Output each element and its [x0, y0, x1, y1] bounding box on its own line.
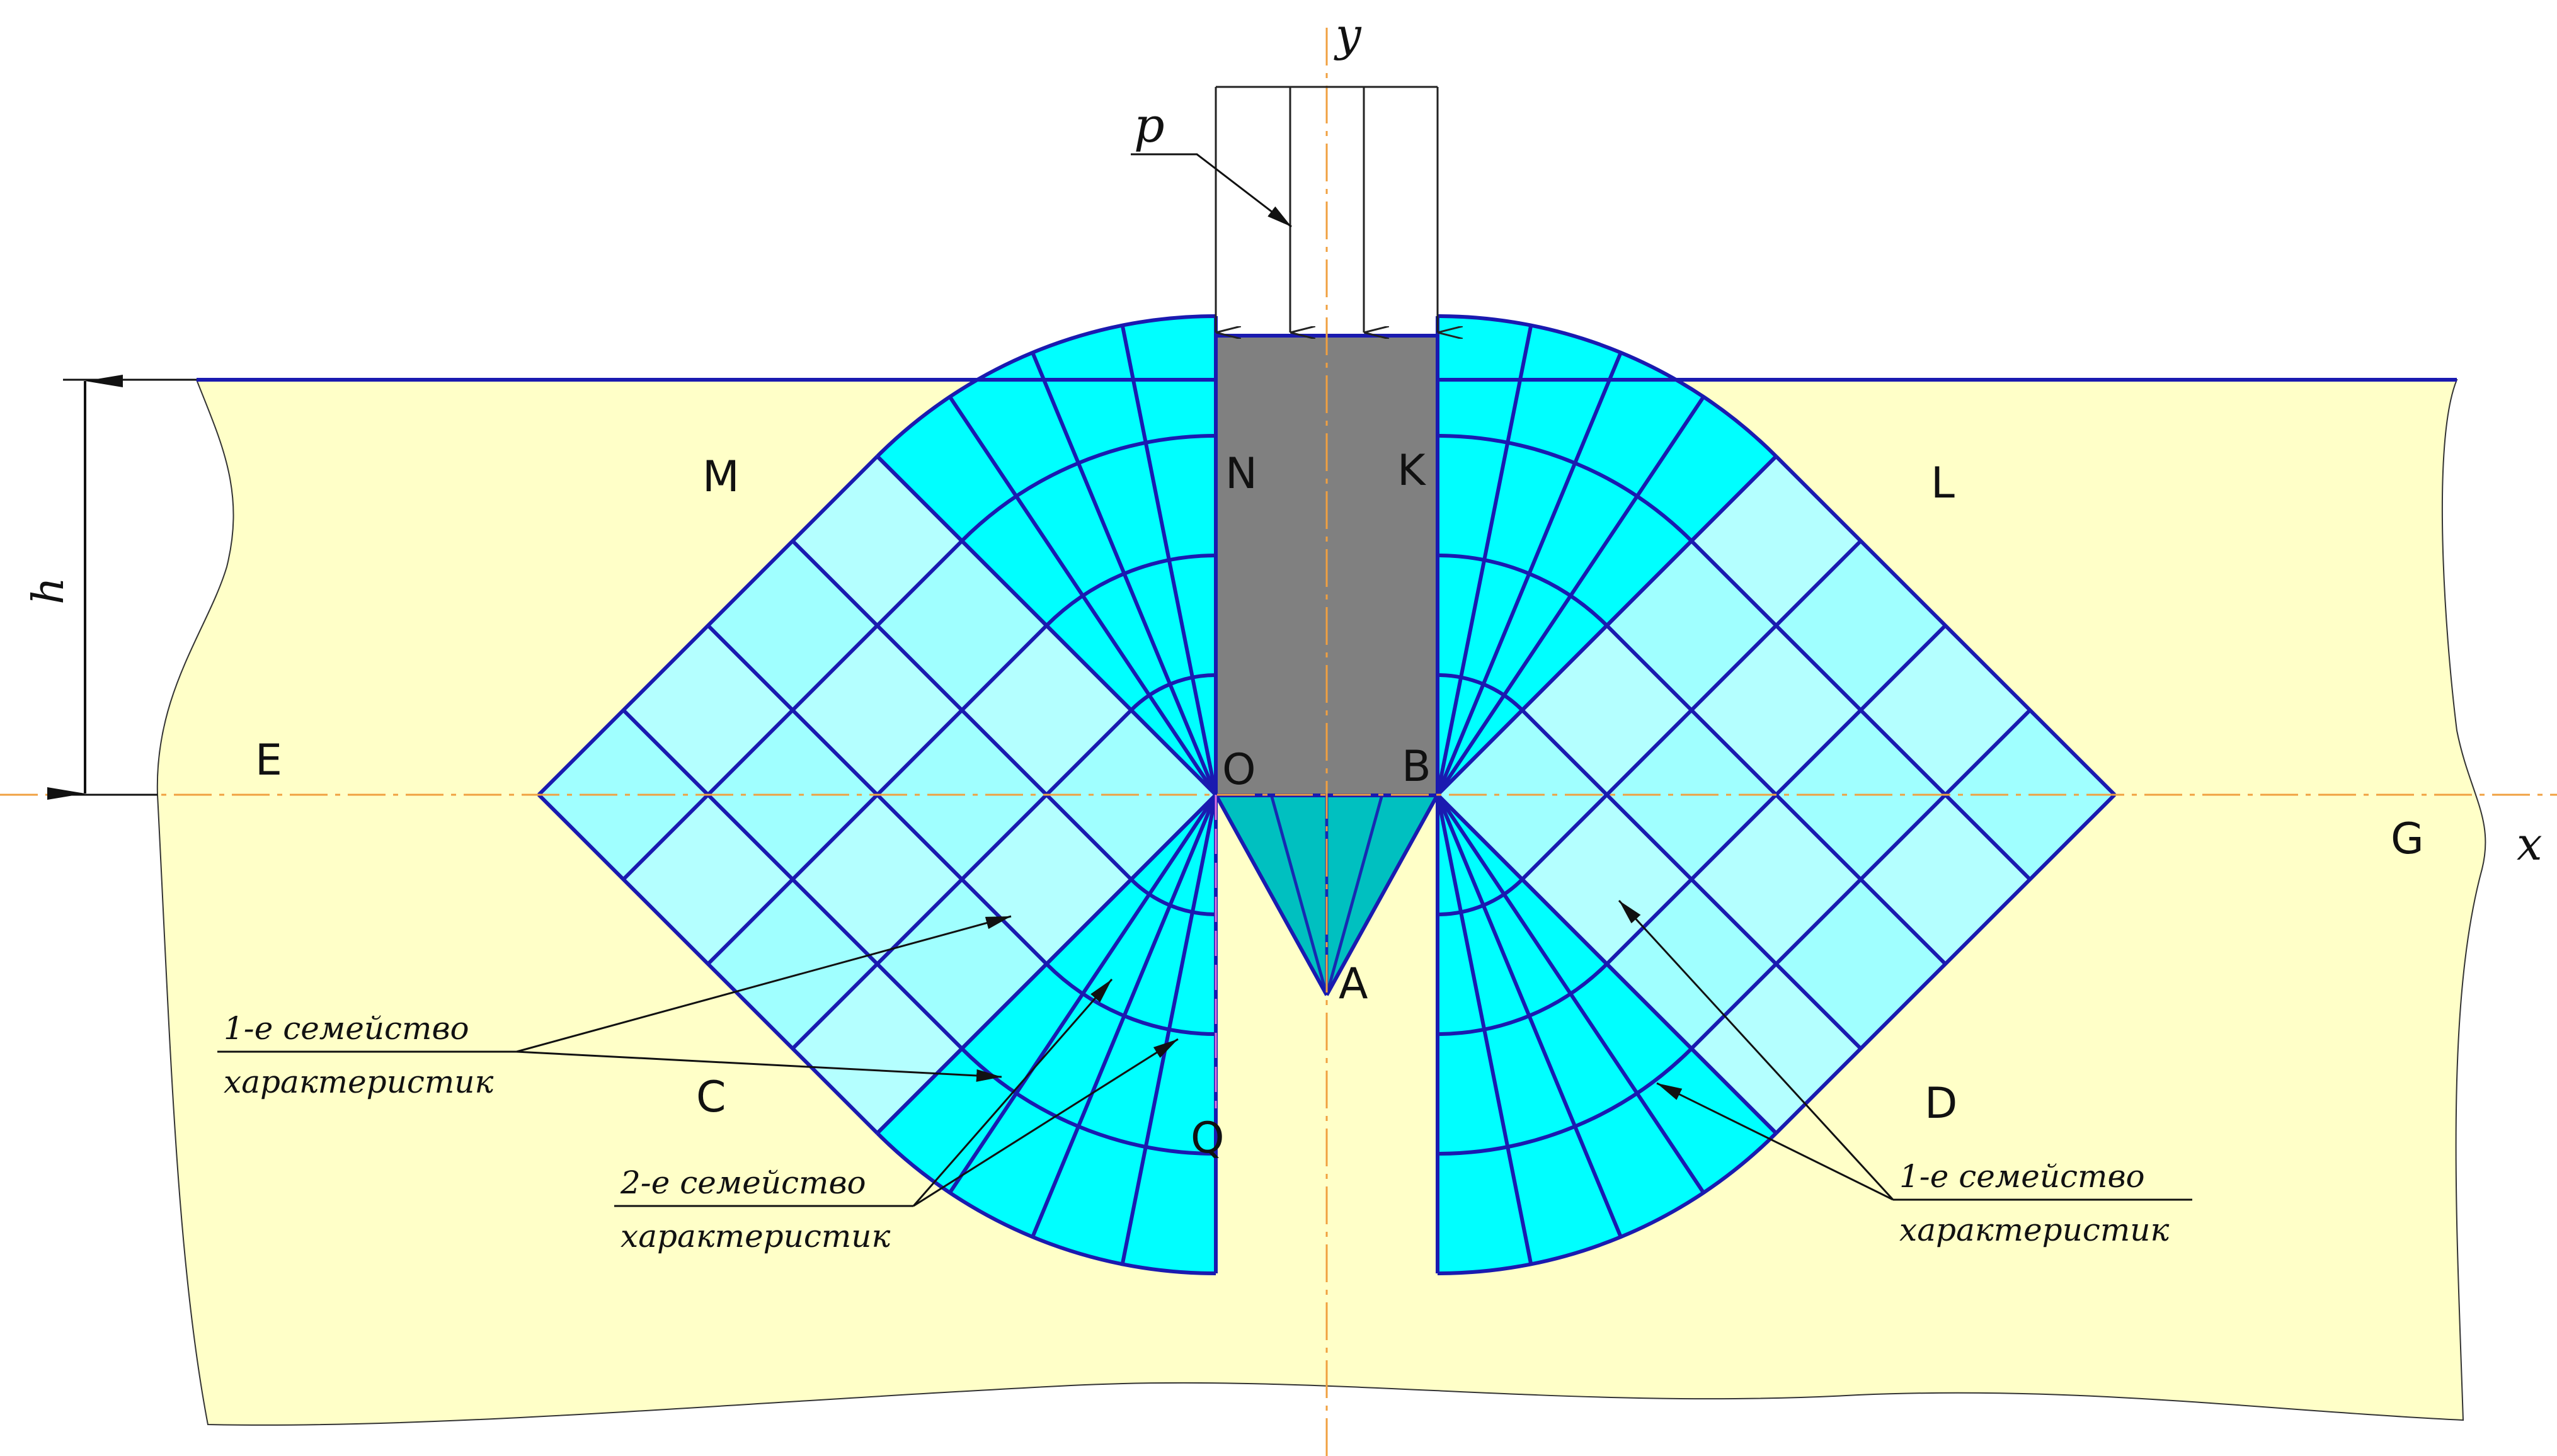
family2-line2: характеристик [621, 1218, 891, 1254]
point-label-E: E [255, 736, 282, 785]
point-label-M: M [702, 452, 740, 502]
annotation-texts: 1-е семейство характеристик 2-е семейств… [224, 1010, 2170, 1254]
load-arrows [1131, 86, 1438, 333]
point-label-O: O [1222, 745, 1256, 795]
point-label-A: A [1339, 959, 1368, 1009]
point-label-K: K [1397, 446, 1427, 496]
family1-left-line2: характеристик [224, 1064, 494, 1100]
axis-label-x: x [2517, 817, 2543, 870]
right-upper-fan [1438, 316, 1776, 795]
point-label-N: N [1225, 449, 1257, 499]
point-label-C: C [696, 1072, 726, 1122]
family1-right-line1: 1-е семейство [1899, 1158, 2145, 1195]
point-label-G: G [2391, 814, 2424, 864]
annotation-leaders [217, 899, 2192, 1207]
load-label-p: p [1134, 97, 1165, 153]
depth-label-h: h [24, 577, 74, 605]
point-label-Q: Q [1191, 1113, 1225, 1163]
depth-dimension [47, 375, 197, 800]
family1-right-line2: характеристик [1899, 1212, 2170, 1248]
left-upper-fan [877, 316, 1216, 795]
family1-left-line1: 1-е семейство [224, 1010, 469, 1047]
point-label-D: D [1925, 1079, 1957, 1129]
axis-label-y: y [1334, 8, 1362, 61]
right-lower-fan [1438, 795, 1776, 1273]
family2-line1: 2-е семейство [620, 1164, 866, 1201]
point-labels: E M N K L O B G C Q A D x y p h [24, 8, 2543, 1163]
left-lower-fan [877, 795, 1216, 1273]
point-label-B: B [1402, 742, 1431, 792]
point-label-L: L [1931, 458, 1955, 508]
